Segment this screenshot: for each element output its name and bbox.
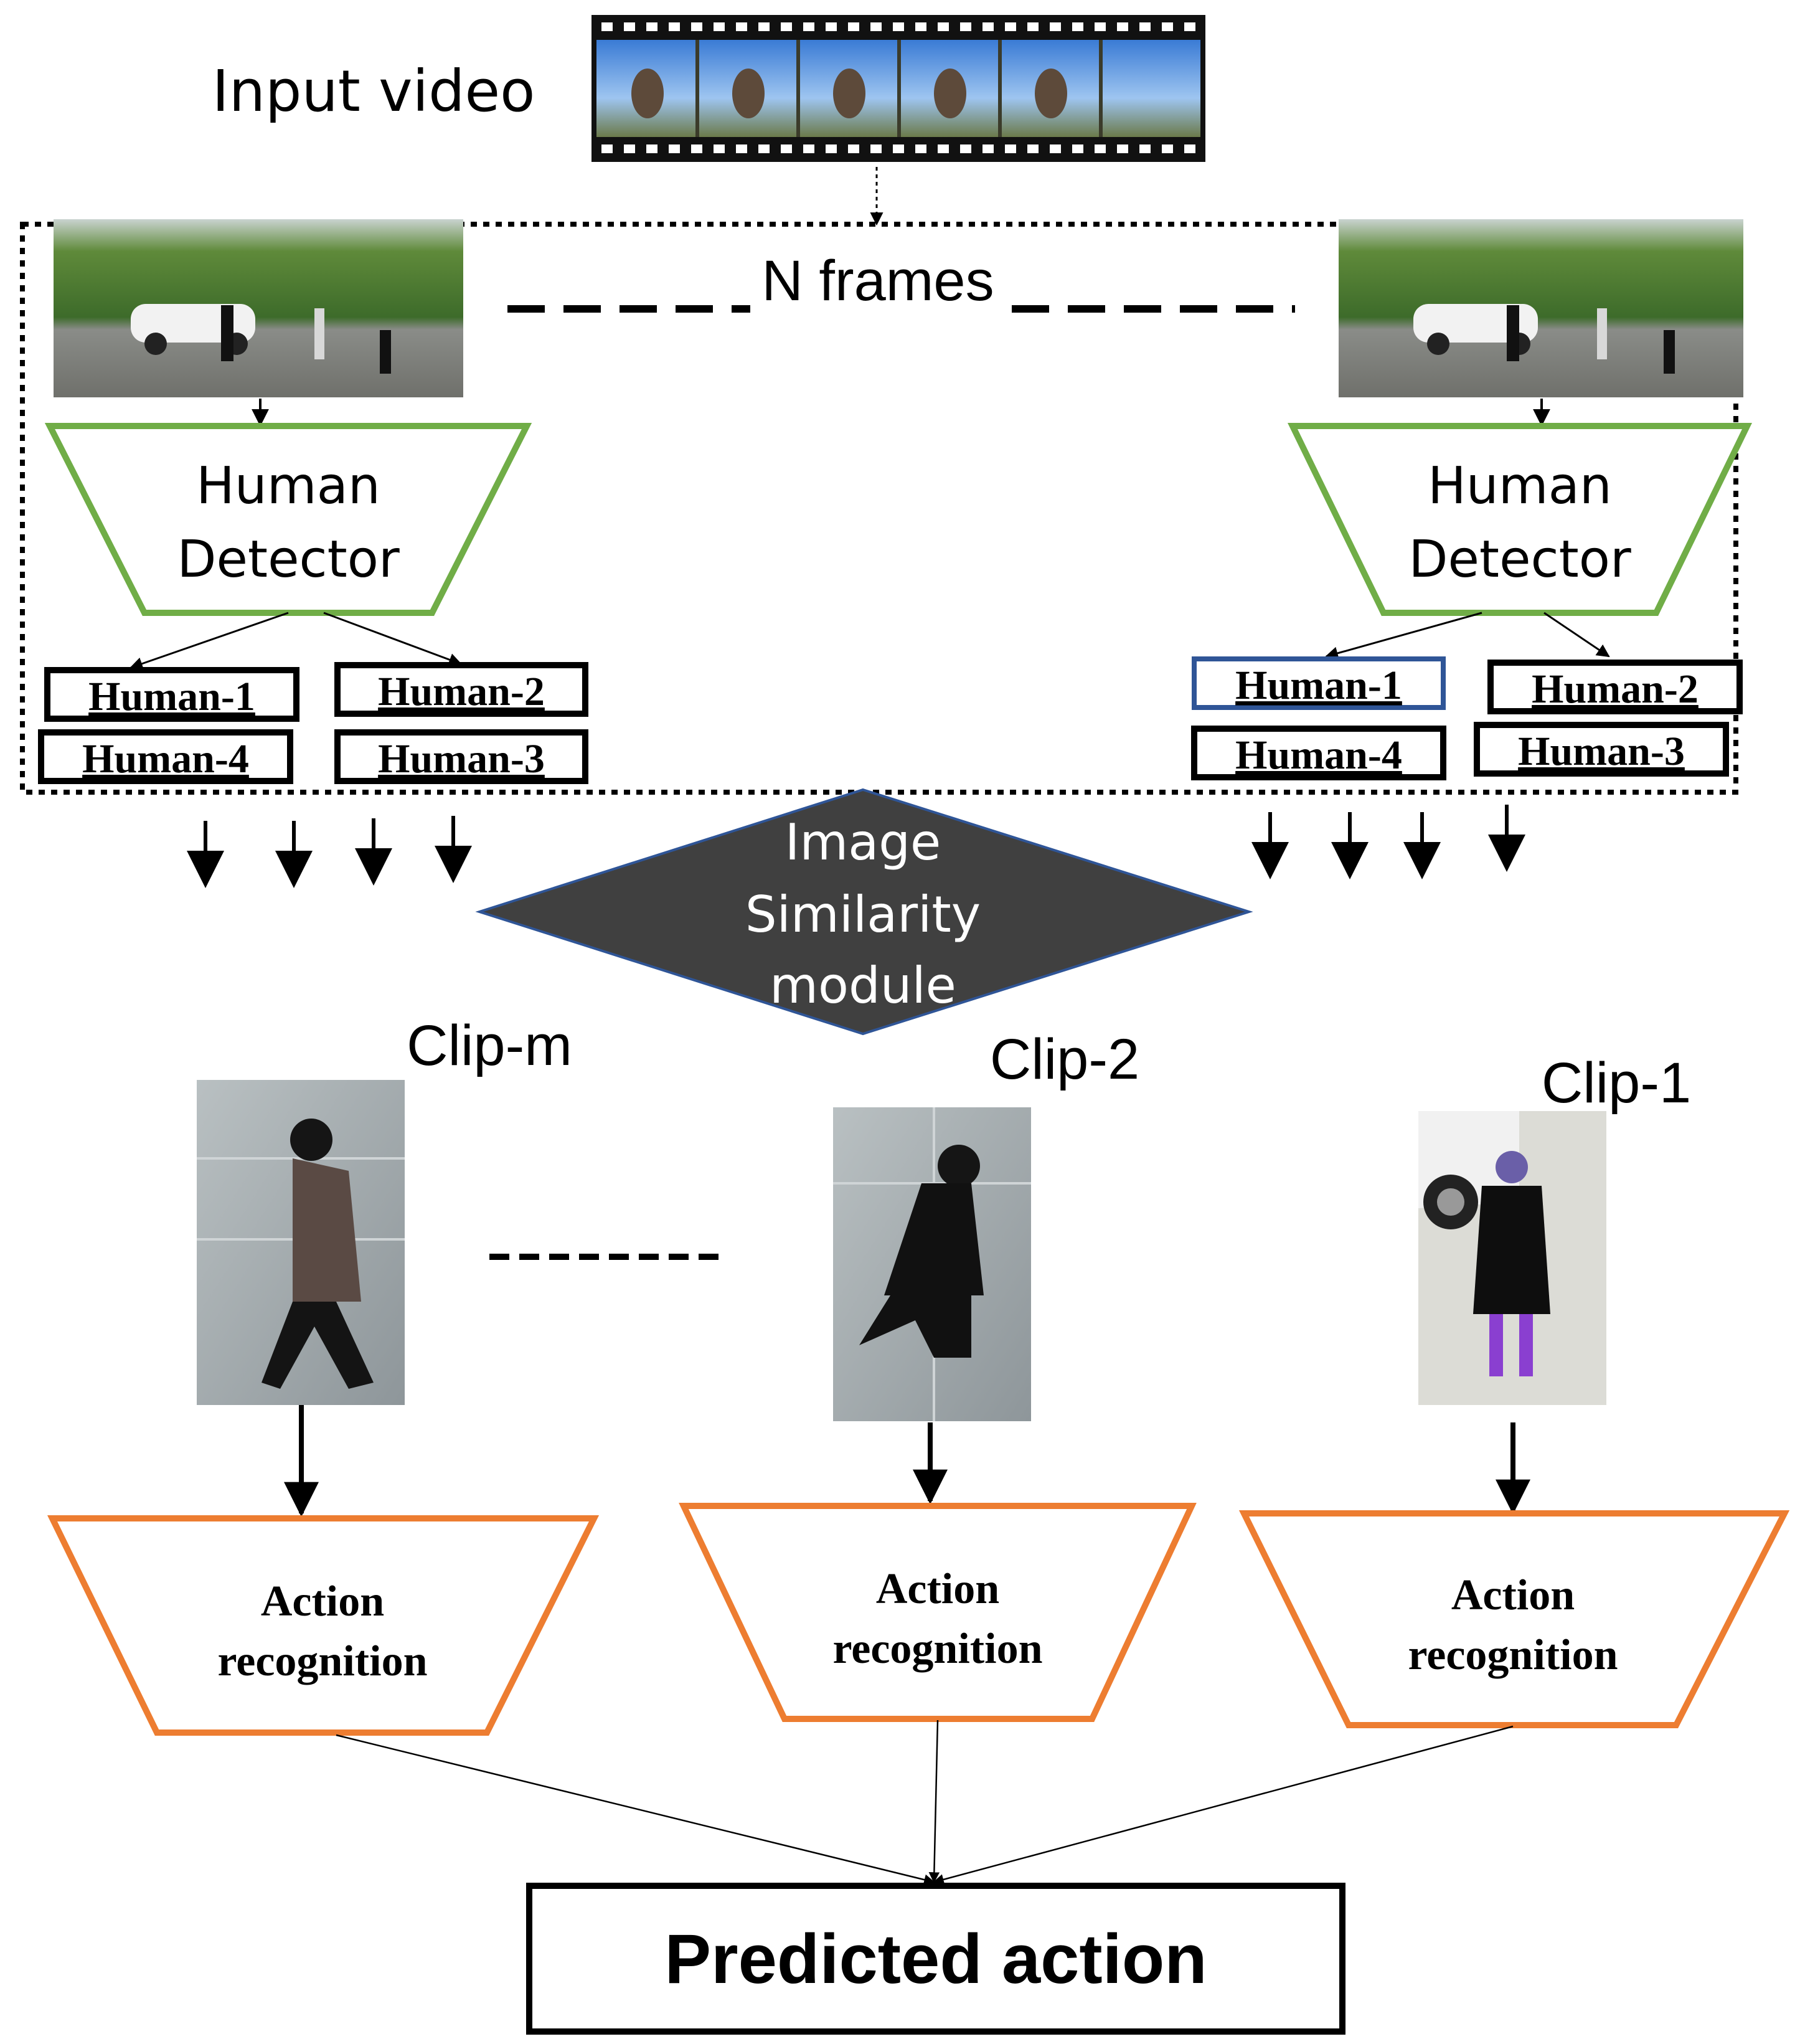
action-2-line1: Action	[876, 1565, 999, 1613]
film-sprockets-bottom	[601, 144, 1195, 153]
action-m-to-output	[336, 1734, 935, 1885]
detector-left-line2: Detector	[177, 530, 400, 589]
frames-dotted-container	[20, 222, 1738, 795]
human-box-left-4: Human-4	[38, 729, 293, 784]
human-left-4-label: Human-4	[82, 736, 249, 782]
action-recognition-1: Action recognition	[1238, 1510, 1790, 1728]
similarity-line1: Image	[785, 813, 941, 871]
frame-image-last	[1339, 219, 1743, 397]
human-box-right-4: Human-4	[1191, 726, 1446, 780]
frame-image-first	[54, 219, 463, 397]
right-down-arrows	[1251, 805, 1525, 879]
clip-2-label: Clip-2	[990, 1028, 1139, 1091]
human-detector-left: Human Detector	[44, 423, 532, 616]
action-2-line2: recognition	[832, 1625, 1042, 1673]
detector-right-split-1	[1324, 612, 1482, 660]
human-box-left-3: Human-3	[334, 729, 588, 784]
human-left-2-label: Human-2	[378, 669, 545, 714]
film-frame-dividers	[631, 40, 1103, 137]
film-sprockets-top	[601, 22, 1195, 31]
action-m-line1: Action	[261, 1578, 384, 1625]
detector-left-split-2	[323, 612, 462, 666]
action-recognition-2: Action recognition	[679, 1503, 1197, 1722]
human-left-3-label: Human-3	[378, 736, 545, 782]
action-recognition-m: Action recognition	[47, 1515, 600, 1736]
human-right-1-label: Human-1	[1235, 663, 1402, 708]
clip-2-image	[833, 1107, 1031, 1421]
human-box-right-3: Human-3	[1474, 722, 1729, 777]
predicted-action-label: Predicted action	[664, 1920, 1207, 1998]
detector-right-split-2	[1543, 612, 1610, 658]
left-down-arrows	[187, 816, 472, 888]
image-similarity-module: Image Similarity module	[475, 788, 1253, 1036]
action-1-line1: Action	[1451, 1571, 1575, 1619]
clip-m-label: Clip-m	[407, 1014, 572, 1077]
human-left-1-label: Human-1	[88, 674, 255, 719]
predicted-action-box: Predicted action	[526, 1883, 1345, 2035]
detector-right-line1: Human	[1428, 457, 1612, 516]
human-box-right-2: Human-2	[1487, 660, 1743, 714]
human-detector-right: Human Detector	[1288, 423, 1752, 616]
similarity-line3: module	[770, 957, 956, 1015]
detector-right-line2: Detector	[1408, 530, 1631, 589]
film-strip	[591, 15, 1205, 162]
clip-1-label: Clip-1	[1542, 1051, 1691, 1115]
detector-left-split-1	[130, 612, 289, 670]
human-box-left-1: Human-1	[44, 667, 299, 722]
action-1-to-output	[933, 1725, 1514, 1885]
detector-left-line1: Human	[196, 457, 380, 516]
clip-1-image	[1418, 1111, 1606, 1405]
action-m-line2: recognition	[217, 1637, 427, 1685]
similarity-line2: Similarity	[745, 886, 981, 944]
n-frames-label: N frames	[761, 249, 994, 313]
clip-m-image	[197, 1080, 405, 1405]
human-right-4-label: Human-4	[1235, 732, 1402, 778]
human-box-right-1: Human-1	[1192, 656, 1446, 710]
action-1-line2: recognition	[1408, 1631, 1618, 1679]
human-right-3-label: Human-3	[1518, 729, 1685, 774]
human-right-2-label: Human-2	[1532, 666, 1699, 712]
human-box-left-2: Human-2	[334, 662, 588, 717]
action-2-to-output	[928, 1720, 940, 1883]
input-video-label: Input video	[212, 58, 535, 125]
